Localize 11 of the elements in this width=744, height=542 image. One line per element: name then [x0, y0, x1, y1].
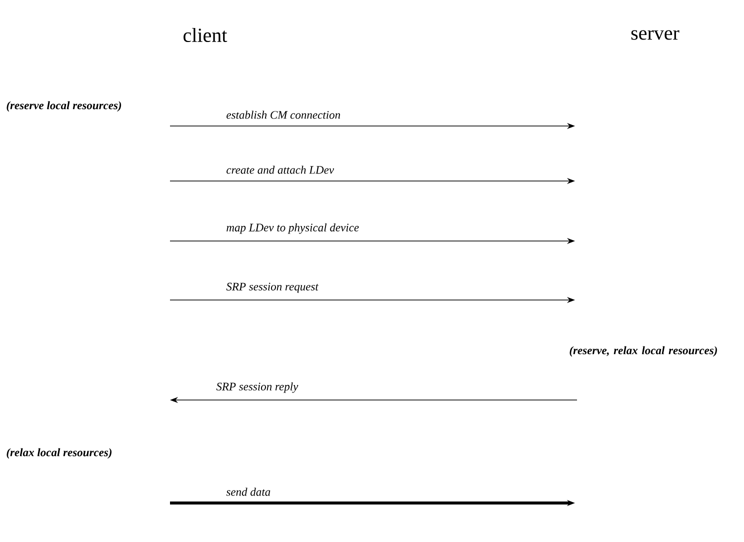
note: (reserve, relax local resources): [570, 346, 717, 357]
arrow-label: send data: [226, 488, 270, 496]
arrow-label: SRP session request: [226, 282, 319, 293]
arrow-label: establish CM connection: [226, 110, 340, 119]
arrow-label: create and attach LDev: [226, 166, 334, 174]
column-heading: server: [631, 30, 680, 40]
note: (reserve local resources): [6, 101, 122, 112]
column-heading: client: [184, 28, 228, 42]
arrow-label: SRP session reply: [216, 382, 298, 393]
note: (relax local resources): [6, 448, 112, 459]
arrow-label: map LDev to physical device: [226, 223, 359, 234]
